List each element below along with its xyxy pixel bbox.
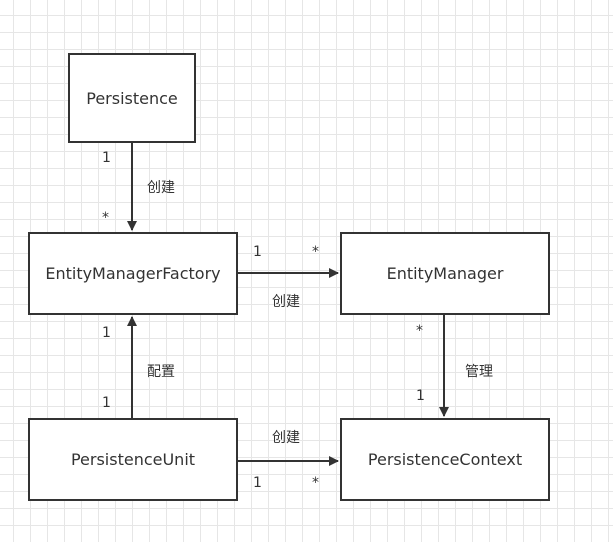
node-persistence[interactable]: Persistence: [68, 53, 196, 143]
edge-pu-emf-label: 配置: [147, 364, 175, 380]
node-persistence-context[interactable]: PersistenceContext: [340, 418, 550, 501]
edge-pu-emf-target-mult: 1: [102, 325, 111, 341]
edge-persistence-emf-label: 创建: [147, 180, 175, 196]
edge-pu-emf-source-mult: 1: [102, 395, 111, 411]
edge-emf-em-target-mult: *: [312, 244, 319, 260]
node-entity-manager-label: EntityManager: [386, 264, 504, 283]
node-entity-manager-factory-label: EntityManagerFactory: [45, 264, 221, 283]
edge-pu-pc-source-mult: 1: [253, 475, 262, 491]
edge-emf-em-source-mult: 1: [253, 244, 262, 260]
edge-persistence-emf-source-mult: 1: [102, 150, 111, 166]
edge-em-pc-label: 管理: [465, 364, 493, 380]
node-entity-manager[interactable]: EntityManager: [340, 232, 550, 315]
edge-em-pc-source-mult: *: [416, 323, 423, 339]
node-persistence-label: Persistence: [86, 88, 178, 108]
edge-persistence-emf-target-mult: *: [102, 210, 109, 226]
node-entity-manager-factory[interactable]: EntityManagerFactory: [28, 232, 238, 315]
edge-pu-pc-target-mult: *: [312, 475, 319, 491]
node-persistence-unit[interactable]: PersistenceUnit: [28, 418, 238, 501]
edge-pu-pc-label: 创建: [272, 430, 300, 446]
edge-em-pc-target-mult: 1: [416, 388, 425, 404]
node-persistence-context-label: PersistenceContext: [367, 450, 523, 469]
edge-emf-em-label: 创建: [272, 294, 300, 310]
node-persistence-unit-label: PersistenceUnit: [70, 450, 196, 469]
